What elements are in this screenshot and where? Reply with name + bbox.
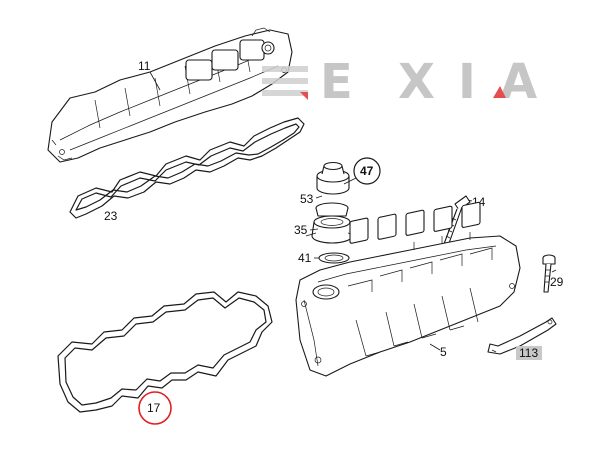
watermark-bar [262, 90, 308, 96]
callout-17-highlight [138, 391, 172, 425]
part-29-bolt [542, 254, 557, 293]
callout-17: 17 [147, 401, 161, 415]
camshaft-bearing-caps [349, 201, 481, 244]
watermark-letter: I [458, 54, 478, 110]
watermark-letter: X [398, 54, 437, 110]
callout-113-tag [516, 346, 542, 360]
callout-11: 11 [138, 59, 151, 73]
part-41-seal-ring [314, 252, 350, 264]
watermark-accent [300, 92, 308, 100]
part-35-filler-neck [305, 202, 359, 244]
watermark-letter: E [320, 54, 355, 110]
callout-53: 53 [300, 192, 314, 206]
callout-47: 47 [360, 164, 374, 178]
callout-113: 113 [519, 346, 538, 360]
callout-35: 35 [294, 223, 308, 237]
watermark-bar [262, 66, 308, 72]
callout-47-badge [343, 157, 381, 185]
part-113-bracket [487, 317, 557, 355]
callout-23: 23 [104, 209, 118, 223]
part-53-filler-cap [315, 161, 350, 199]
part-5-lower-cover [295, 201, 521, 377]
part-23-upper-gasket [69, 117, 305, 219]
callout-5: 5 [440, 345, 447, 359]
part-17-lower-gasket [57, 291, 273, 413]
watermark-letter: A [500, 54, 539, 110]
watermark-accent [493, 86, 506, 98]
watermark-bar [262, 78, 308, 84]
watermark-logo: E X I A [262, 54, 539, 110]
callout-29: 29 [550, 275, 564, 289]
part-11-upper-cover [47, 27, 293, 163]
callout-41: 41 [298, 251, 312, 265]
